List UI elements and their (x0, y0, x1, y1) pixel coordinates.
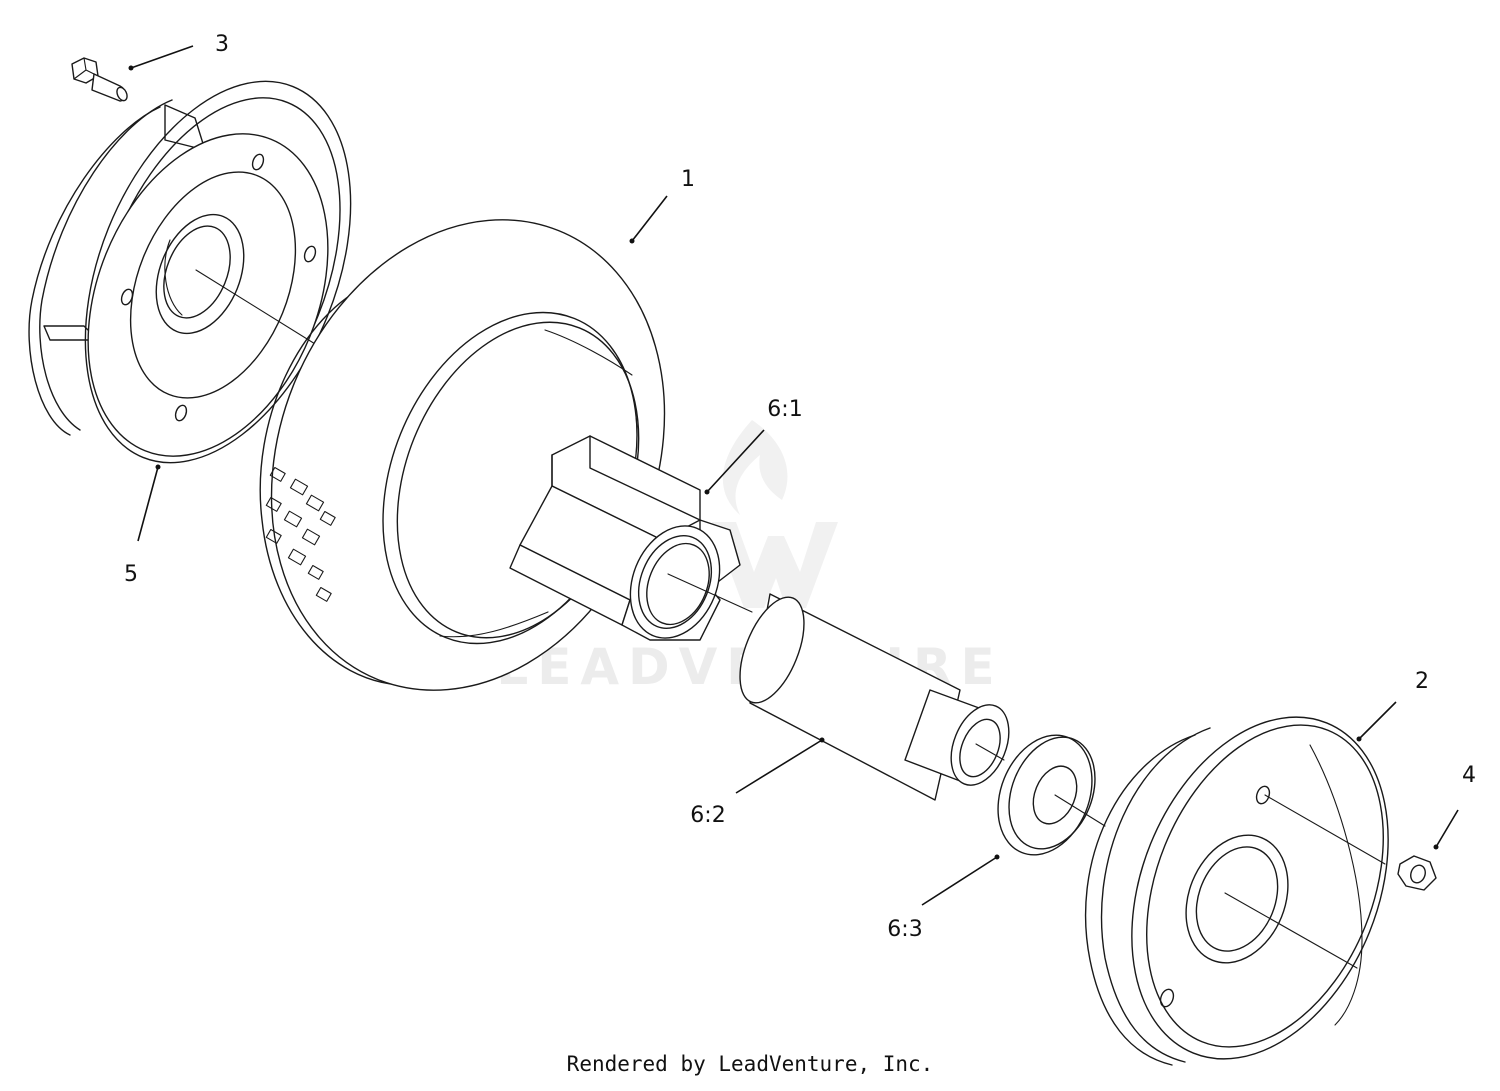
callout-label-5: 5 (124, 562, 138, 587)
leadventure-logo-icon (712, 420, 838, 608)
callout-4: 4 (1433, 763, 1476, 850)
callout-label-2: 2 (1415, 669, 1429, 694)
right-rim-half-icon (1084, 716, 1389, 1066)
washer-icon (997, 734, 1106, 856)
hub-bearing-icon (509, 435, 753, 641)
callout-label-1: 1 (681, 167, 695, 192)
nut-icon (1397, 855, 1437, 891)
spacer-tube-icon (739, 593, 1010, 801)
callout-6-2: 6:2 (690, 737, 825, 828)
callout-label-6-2: 6:2 (690, 803, 725, 828)
footer-credit: Rendered by LeadVenture, Inc. (566, 1052, 934, 1076)
callout-2: 2 (1356, 669, 1429, 742)
callout-label-4: 4 (1462, 763, 1476, 788)
callout-label-3: 3 (215, 32, 229, 57)
callout-label-6-1: 6:1 (767, 397, 802, 422)
callout-label-6-3: 6:3 (887, 917, 922, 942)
callout-1: 1 (629, 167, 695, 244)
left-rim-half-icon (28, 80, 352, 464)
bolt-icon (71, 57, 128, 102)
tire-tread-icon (265, 466, 336, 602)
callout-5: 5 (124, 464, 161, 587)
callout-6-1: 6:1 (704, 397, 803, 495)
callout-3: 3 (128, 32, 229, 71)
callout-6-3: 6:3 (887, 854, 1000, 942)
